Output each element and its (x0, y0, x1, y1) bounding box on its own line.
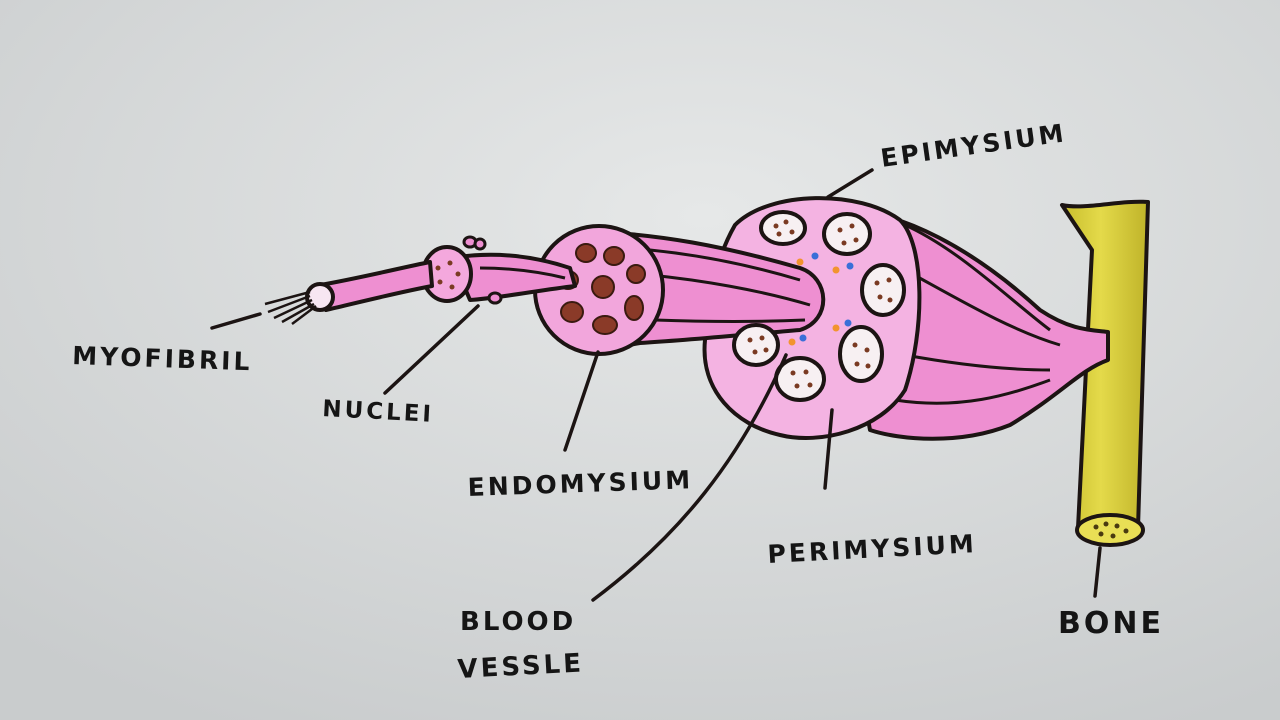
label-bone: BONE (1058, 606, 1164, 641)
myofilaments (264, 290, 317, 325)
label-nuclei: NUCLEI (322, 396, 435, 428)
label-blood-vessel-line1: BLOOD (460, 607, 576, 637)
label-blood-vessel-line2: VESSLE (457, 648, 585, 685)
leader-bone (1093, 546, 1102, 598)
blood-vessels (788, 252, 854, 346)
fascicle (533, 224, 826, 356)
leader-epimysium (826, 168, 874, 199)
leader-blood-vessel (591, 353, 788, 602)
leader-lines (210, 168, 1102, 602)
muscle-fiber (421, 235, 577, 305)
label-myofibril: MYOFIBRIL (72, 341, 253, 376)
fibers-speckle (747, 219, 893, 389)
nuclei-bumps (462, 235, 503, 305)
myofibril (264, 260, 434, 325)
muscle-fibers-in-fascicle (557, 243, 646, 335)
bone (1060, 199, 1150, 547)
bone-cross-section (1075, 513, 1145, 547)
leader-nuclei (383, 304, 480, 395)
leader-endomysium (563, 350, 600, 452)
leader-myofibril (210, 312, 262, 330)
leader-perimysium (823, 408, 834, 490)
